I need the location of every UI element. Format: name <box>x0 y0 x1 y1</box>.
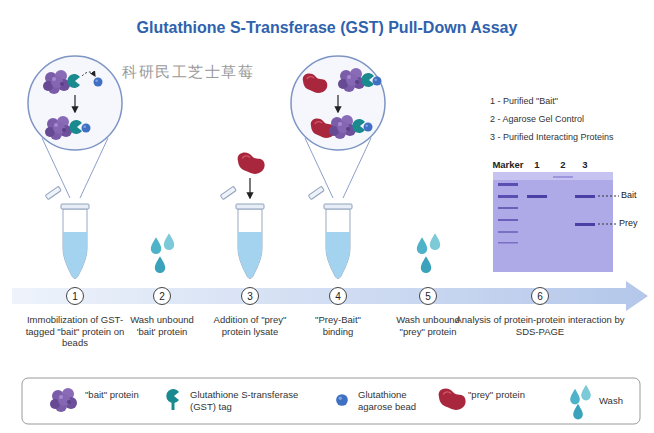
wash-drops-part <box>155 256 165 273</box>
magnifier-step-4-part <box>337 95 338 112</box>
step-caption: Analysis of protein-protein interaction … <box>455 314 625 337</box>
step-number: 4 <box>335 291 341 302</box>
legend-box-part <box>22 378 640 424</box>
magnifier-step-4 <box>291 56 385 198</box>
step-circle: 1 <box>66 287 84 305</box>
legend-box-part <box>336 394 348 406</box>
step-number: 3 <box>247 291 253 302</box>
wash-drops-part <box>164 233 174 250</box>
legend-box-part <box>50 388 77 412</box>
step-caption: Wash unbound 'bait' protein <box>123 314 201 337</box>
step-number: 5 <box>425 291 431 302</box>
sds-page-gel-part <box>575 223 595 226</box>
sds-page-gel-part <box>498 219 518 221</box>
lane-key: 1 - Purified "Bait" <box>490 96 640 107</box>
magnifier-step-1-part <box>69 120 82 134</box>
legend-text: "prey" protein <box>468 389 528 401</box>
legend-box-part <box>573 404 583 420</box>
step-circle: 2 <box>153 287 171 305</box>
prey-addition <box>238 152 265 198</box>
step-number: 6 <box>537 291 543 302</box>
legend-box-part <box>570 389 580 405</box>
sds-page-gel-part <box>527 195 547 198</box>
watermark: 科研民工芝士草莓 <box>122 64 292 81</box>
magnifier-step-1-part <box>45 116 72 140</box>
legend-text: Wash <box>599 395 639 407</box>
gel-label: 1 <box>531 159 543 171</box>
gel-label: 3 <box>579 159 591 171</box>
gel-label: 2 <box>557 159 569 171</box>
magnifier-step-4-part <box>303 74 328 93</box>
magnifier-step-4-part <box>329 115 356 139</box>
magnifier-step-1-part <box>28 56 122 150</box>
step-caption: Immobilization of GST-tagged "bait" prot… <box>17 314 133 349</box>
magnifier-step-1-part <box>94 78 103 87</box>
magnifier-step-4-part <box>373 77 382 86</box>
gel-label: Bait <box>621 190 653 201</box>
legend-box-part <box>581 385 591 401</box>
sds-page-gel-part <box>493 172 613 180</box>
lane-key: 2 - Agarose Gel Control <box>490 114 640 125</box>
step-number: 1 <box>72 291 78 302</box>
sds-page-gel-part <box>498 242 518 244</box>
magnifier-step-4-part <box>291 56 385 150</box>
magnifier-step-4-part <box>364 123 373 132</box>
sds-page-gel-part <box>498 195 518 198</box>
magnifier-step-1-part <box>82 124 91 133</box>
sds-page-gel <box>493 172 619 272</box>
magnifier-step-4-part <box>352 119 365 133</box>
step-caption: "Prey-Bait" binding <box>305 314 371 337</box>
step-circle: 6 <box>531 287 549 305</box>
step-number: 2 <box>159 291 165 302</box>
prey-addition-part <box>249 178 250 198</box>
magnifier-step-1-part <box>43 70 70 94</box>
magnifier-step-1-part <box>74 95 75 112</box>
magnifier-step-4-part <box>361 73 374 87</box>
step-circle: 3 <box>241 287 259 305</box>
step-caption: Addition of "prey" protein lysate <box>205 314 295 337</box>
step-caption: Wash unbound "prey" protein <box>389 314 467 337</box>
step-circle: 4 <box>329 287 347 305</box>
wash-drops-part <box>421 256 431 273</box>
tube <box>308 186 352 278</box>
gel-label: Prey <box>619 218 653 229</box>
wash-drops <box>151 233 440 273</box>
gel-label: Marker <box>488 159 528 171</box>
lane-key: 3 - Purified Interacting Proteins <box>490 132 650 143</box>
diagram-title: Glutathione S-Transferase (GST) Pull-Dow… <box>0 19 654 37</box>
legend-text: "bait" protein <box>85 389 145 401</box>
magnifier-step-1-part <box>82 72 95 76</box>
magnifier-step-4-part <box>338 68 365 92</box>
magnifier-step-1 <box>28 56 122 198</box>
wash-drops-part <box>430 233 440 250</box>
tube <box>220 186 264 278</box>
sds-page-gel-part <box>553 176 573 178</box>
sds-page-gel-part <box>498 183 518 186</box>
sds-page-gel-part <box>575 195 595 198</box>
legend-box-part <box>439 388 466 409</box>
sds-page-gel-part <box>498 231 518 233</box>
magnifier-step-1-part <box>67 74 80 88</box>
legend-box <box>22 378 640 424</box>
sds-page-gel-part <box>598 224 617 225</box>
timeline-arrow <box>12 281 648 311</box>
step-circle: 5 <box>419 287 437 305</box>
sds-page-gel-part <box>598 196 619 197</box>
legend-text: Glutathione S-transferase (GST) tag <box>190 389 315 412</box>
sds-page-gel-part <box>493 172 613 272</box>
prey-addition-part <box>238 152 265 173</box>
legend-text: Glutathione agarose bead <box>358 389 436 412</box>
wash-drops-part <box>417 237 427 254</box>
wash-drops-part <box>151 237 161 254</box>
legend-box-part <box>166 389 179 410</box>
sds-page-gel-part <box>498 207 518 209</box>
tube <box>45 186 89 278</box>
